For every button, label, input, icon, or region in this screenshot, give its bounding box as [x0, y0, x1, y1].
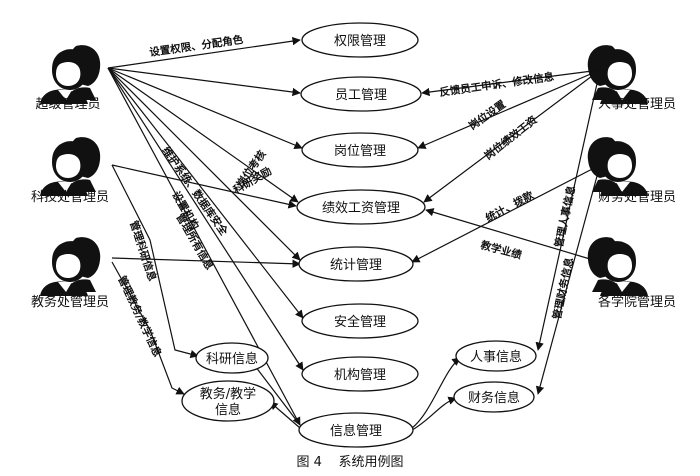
usecase-post[interactable]: [301, 132, 419, 168]
usecase-salary[interactable]: [296, 189, 426, 225]
edges-tech: [111, 164, 297, 359]
usecase-staff[interactable]: [300, 76, 422, 112]
actor-icon-edu: [40, 237, 101, 296]
edge-super-post: [107, 67, 303, 150]
actor-label-hr: 人事处管理员: [598, 97, 676, 112]
actor-icon-tech: [40, 137, 101, 196]
edge-label-manage-edu: 管理教务/教学信息: [115, 274, 164, 360]
edge-edu-eduinfo: [111, 261, 185, 395]
usecase-staff-label: 员工管理: [335, 88, 387, 103]
edge-fin-stats: [411, 164, 601, 263]
edge-tech-research: [111, 164, 199, 359]
edge-super-perm: [107, 36, 301, 69]
use-cases: [181, 22, 537, 448]
actor-label-edu: 教务处管理员: [31, 294, 109, 310]
usecase-info[interactable]: [298, 412, 414, 448]
actor-label-fin: 财务处管理员: [598, 189, 676, 205]
edge-hr-staff: [421, 69, 601, 97]
edge-label-manage-fin: 管理财务信息: [550, 256, 576, 321]
edge-hr-post: [417, 69, 601, 149]
edge-super-info: [107, 67, 301, 426]
usecase-edu-info-label-2: 信息: [215, 402, 241, 418]
usecase-org[interactable]: [301, 356, 419, 392]
usecase-security-label: 安全管理: [334, 314, 386, 330]
usecase-stats-label: 统计管理: [330, 258, 382, 273]
edge-hr-salary: [423, 69, 601, 203]
edges-hr: [417, 69, 601, 351]
usecase-org-label: 机构管理: [334, 368, 386, 383]
figure-caption: 图 4 系统用例图: [297, 455, 404, 470]
edge-super-security: [107, 67, 304, 319]
usecase-hr-info[interactable]: [455, 340, 537, 372]
edge-label-feedback: 反馈员工申诉、修改信息: [439, 70, 556, 99]
usecase-perm[interactable]: [301, 22, 419, 58]
usecase-edu-info-label-1: 教务/教学: [200, 386, 256, 402]
edges-super: [107, 36, 304, 426]
actor-label-college: 各学院管理员: [598, 294, 676, 310]
actor-label-tech: 科技处管理员: [31, 190, 109, 205]
actor-icon-hr: [587, 45, 648, 104]
edge-super-staff: [107, 67, 301, 97]
edge-super-org: [107, 67, 304, 371]
actor-label-super: 超级管理员: [35, 97, 100, 112]
edge-label-manage-hr: 管理人事信息: [552, 184, 578, 249]
edge-super-stats: [107, 67, 301, 261]
usecase-research[interactable]: [195, 342, 269, 374]
usecase-info-label: 信息管理: [330, 423, 382, 439]
edge-label-post-set: 岗位设置: [466, 97, 508, 132]
edge-info-hrinfo: [411, 357, 461, 429]
actor-icon-college: [587, 237, 648, 296]
usecase-fin-info[interactable]: [453, 381, 535, 413]
edges-fin: [411, 164, 601, 395]
edge-label-teaching: 教学业绩: [478, 238, 523, 262]
edge-info-fininfo: [411, 396, 457, 431]
usecase-fin-info-label: 财务信息: [468, 390, 520, 406]
usecase-salary-label: 绩效工资管理: [322, 201, 400, 216]
edge-super-salary: [107, 67, 299, 203]
edge-fin-fininfo: [535, 164, 601, 395]
edge-label-manage-research: 管理科研信息: [127, 219, 159, 283]
edges-info: [251, 357, 461, 431]
usecase-edu-info[interactable]: [181, 380, 275, 422]
edge-info-research: [251, 361, 301, 426]
actor-icon-super: [40, 45, 101, 104]
usecase-hr-info-label: 人事信息: [470, 349, 522, 365]
edge-hr-hrinfo: [535, 69, 601, 351]
edge-label-stats-alloc: 统计、拨款: [483, 188, 536, 224]
usecase-research-label: 科研信息: [206, 351, 258, 367]
edges-edu: [111, 257, 301, 395]
edge-college-salary: [425, 208, 601, 263]
usecase-perm-label: 权限管理: [334, 33, 386, 49]
usecase-stats[interactable]: [298, 246, 414, 282]
edge-tech-salary: [111, 164, 297, 209]
usecase-security[interactable]: [301, 303, 419, 339]
edge-info-eduinfo: [269, 401, 301, 429]
edge-edu-stats: [111, 257, 301, 268]
usecase-post-label: 岗位管理: [334, 144, 386, 159]
